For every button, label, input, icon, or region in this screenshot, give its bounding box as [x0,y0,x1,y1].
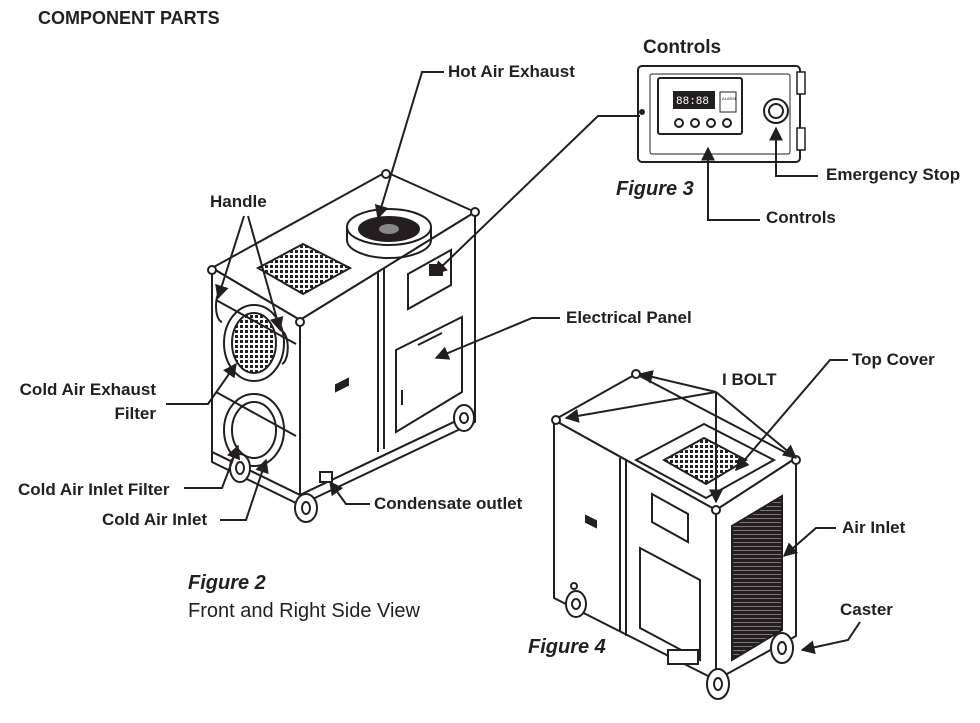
leader-handle-right [247,215,284,332]
figure-2-title: Figure 2 [188,572,266,594]
leader-top-cover [735,359,848,472]
leader-controls [701,146,760,221]
air-inlet-louver [731,494,783,662]
label-controls-title: Controls [643,37,722,58]
label-caster: Caster [840,600,893,619]
leader-hot-air-exhaust [374,71,444,220]
label-condensate-outlet: Condensate outlet [374,494,523,513]
figure-3-title: Figure 3 [616,178,694,200]
leader-air-inlet [782,527,836,557]
alarm-indicator: ALARM [722,96,736,101]
label-cold-air-exhaust-line2: Filter [114,404,156,423]
digital-display [673,91,715,109]
label-hot-air-exhaust: Hot Air Exhaust [448,62,575,81]
leader-electrical-panel [434,317,560,360]
leader-ibolt-1 [564,391,717,423]
control-window [407,248,452,311]
label-i-bolt: I BOLT [722,370,777,389]
top-grille [255,242,353,296]
figure-4-details [551,369,801,700]
unit4-window [651,492,689,544]
label-cold-air-inlet: Cold Air Inlet [102,510,208,529]
leader-lines [166,71,861,655]
leader-controls-window [432,115,640,275]
figure-4-title: Figure 4 [528,636,606,658]
leader-handle-left [215,215,245,300]
label-cold-air-exhaust-line1: Cold Air Exhaust [19,380,156,399]
figure-3-controls [637,65,806,163]
label-emergency-stop: Emergency Stop [826,165,961,184]
leader-cold-air-inlet-filter [184,444,241,489]
label-cold-air-inlet-filter: Cold Air Inlet Filter [18,480,170,499]
label-electrical-panel: Electrical Panel [566,308,692,327]
leader-ibolt-2 [638,370,717,393]
leader-ibolt-3 [715,391,798,459]
electrical-panel-door [395,315,463,434]
page-heading: COMPONENT PARTS [38,8,220,28]
label-air-inlet: Air Inlet [842,518,906,537]
display-readout: 88:88 [676,96,709,108]
figure-2-caption: Front and Right Side View [188,600,420,622]
leader-cold-air-exhaust [166,362,237,405]
caster-fig4 [565,590,794,700]
label-controls: Controls [766,208,836,227]
label-handle: Handle [210,192,267,211]
leader-emergency-stop [769,126,818,177]
leader-cold-air-inlet [220,458,269,521]
leader-caster [800,621,861,655]
label-top-cover: Top Cover [852,350,935,369]
leader-condensate [329,480,370,505]
unit4-door [639,546,701,662]
figure-2-details [207,169,480,523]
